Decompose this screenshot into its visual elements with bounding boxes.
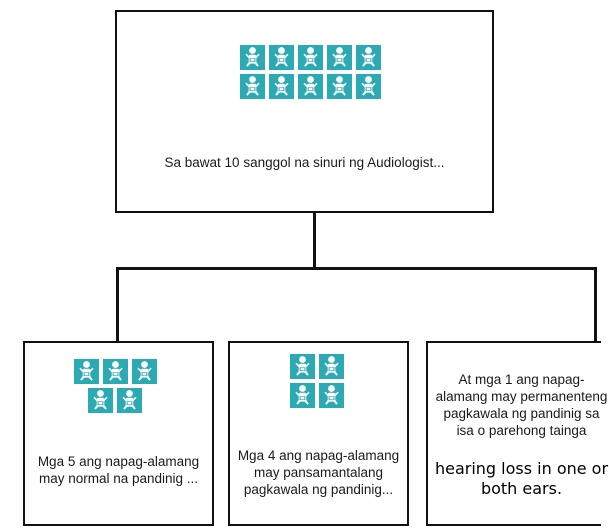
baby-icon — [240, 74, 265, 99]
baby-icon — [240, 45, 265, 70]
baby-icon — [88, 388, 113, 413]
baby-icon — [319, 354, 344, 379]
baby-icon — [290, 383, 315, 408]
connector-left-drop — [116, 267, 119, 342]
baby-icon — [132, 359, 157, 384]
branch-b-icon-grid — [290, 354, 344, 408]
baby-icon — [356, 45, 381, 70]
baby-icon — [103, 359, 128, 384]
branch-caption-normal: Mga 5 ang napag-alamang may normal na pa… — [37, 454, 200, 486]
branch-box-normal: Mga 5 ang napag-alamang may normal na pa… — [23, 341, 214, 526]
baby-icon — [298, 45, 323, 70]
baby-icon — [117, 388, 142, 413]
connector-horizontal — [116, 267, 597, 270]
baby-icon — [74, 359, 99, 384]
branch-box-temporary: Mga 4 ang napag-alamang may pansamantala… — [228, 341, 409, 526]
baby-icon — [298, 74, 323, 99]
baby-icon — [356, 74, 381, 99]
branch-caption-permanent: At mga 1 ang napag-alamang may permanent… — [435, 372, 608, 438]
baby-icon — [327, 45, 352, 70]
baby-icon — [319, 383, 344, 408]
branch-a-icon-grid — [74, 359, 157, 413]
branch-caption-temporary: Mga 4 ang napag-alamang may pansamantala… — [237, 448, 400, 497]
branch-caption-permanent-english: hearing loss in one or both ears. — [434, 459, 609, 498]
top-caption: Sa bawat 10 sanggol na sinuri ng Audiolo… — [164, 155, 445, 170]
baby-icon — [269, 45, 294, 70]
baby-icon — [290, 354, 315, 379]
connector-trunk — [313, 212, 316, 269]
baby-icon — [269, 74, 294, 99]
baby-icon — [327, 74, 352, 99]
top-box: Sa bawat 10 sanggol na sinuri ng Audiolo… — [115, 10, 494, 213]
branch-box-permanent: At mga 1 ang napag-alamang may permanent… — [426, 341, 608, 526]
top-icon-grid — [240, 45, 381, 99]
connector-right-drop — [594, 267, 597, 342]
